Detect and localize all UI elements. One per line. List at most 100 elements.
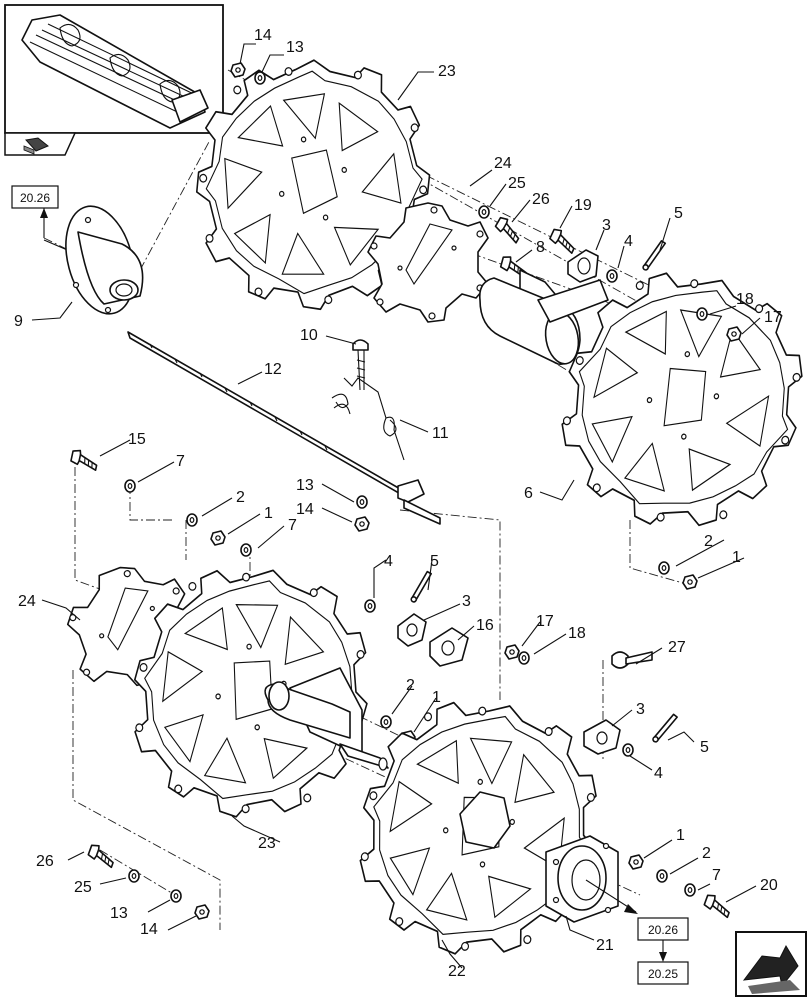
ref-label-top-left: 20.26 (20, 191, 50, 205)
callout-22: 22 (448, 963, 466, 980)
part-21-bearing-flange (545, 835, 619, 923)
part-1-nut-d (682, 574, 698, 590)
part-22-hex-hub (459, 791, 511, 849)
callout-23-lower: 23 (258, 835, 276, 852)
callout-7-b: 7 (288, 517, 297, 534)
callout-7-a: 7 (176, 453, 185, 470)
part-5-pin-right (646, 712, 684, 744)
callout-17-mid: 17 (536, 613, 554, 630)
part-18-washer-mid (518, 651, 530, 665)
header-drawing (21, 14, 209, 129)
part-2-washer-b (380, 715, 392, 729)
next-page-arrow-icon[interactable] (735, 931, 807, 997)
part-7-washer-a (124, 479, 136, 493)
callout-24-top: 24 (494, 155, 512, 172)
callout-1-a: 1 (264, 505, 273, 522)
part-26-bolt-lower (86, 842, 118, 869)
part-26-bolt-top (492, 215, 525, 244)
page-turn-icon (23, 137, 49, 155)
part-5-pin-mid (402, 569, 440, 604)
callout-13-mid: 13 (296, 477, 314, 494)
callout-17-right: 17 (764, 309, 782, 326)
callout-2-d: 2 (704, 533, 713, 550)
part-4-washer-mid (364, 599, 376, 613)
part-5-pin-top (635, 239, 673, 272)
ref-label-bottom-b: 20.25 (648, 967, 678, 981)
part-shaft-assembly-lower (264, 667, 389, 771)
callout-2-b: 2 (406, 677, 415, 694)
callout-4-mid: 4 (384, 553, 393, 570)
callout-2-a: 2 (236, 489, 245, 506)
callout-8: 8 (536, 239, 545, 256)
callout-26-lower: 26 (36, 853, 54, 870)
part-14-nut-mid (354, 516, 370, 532)
part-3-bearing-top (567, 249, 599, 283)
part-17-nut-mid (504, 644, 520, 660)
part-7-washer-c (684, 883, 696, 897)
ref-label-bottom-a: 20.26 (648, 923, 678, 937)
part-13-washer-mid (356, 495, 368, 509)
callout-5-mid: 5 (430, 553, 439, 570)
callout-18-mid: 18 (568, 625, 586, 642)
callout-24-lower: 24 (18, 593, 36, 610)
callout-3-top: 3 (602, 217, 611, 234)
part-25-washer-top (478, 205, 490, 219)
callout-20: 20 (760, 877, 778, 894)
part-7-washer-b (240, 543, 252, 557)
callout-26-top: 26 (532, 191, 550, 208)
callout-9: 9 (14, 313, 23, 330)
part-10-bolt (352, 339, 369, 391)
callout-labels: 14 13 23 24 25 26 19 3 4 5 8 9 10 12 11 … (14, 27, 782, 980)
part-2-washer-a (186, 513, 198, 527)
callout-1-b: 1 (432, 689, 441, 706)
callout-23-top: 23 (438, 63, 456, 80)
part-17-nut-right (726, 326, 742, 342)
part-19-bolt (547, 226, 580, 254)
callout-3-mid: 3 (462, 593, 471, 610)
callout-25-top: 25 (508, 175, 526, 192)
callout-16: 16 (476, 617, 494, 634)
callout-25-lower: 25 (74, 879, 92, 896)
callout-19: 19 (574, 197, 592, 214)
callout-3-right: 3 (636, 701, 645, 718)
part-14-nut-top (230, 62, 246, 78)
callout-6: 6 (524, 485, 533, 502)
callout-5-top: 5 (674, 205, 683, 222)
callout-2-c: 2 (702, 845, 711, 862)
part-15-bolt (69, 448, 100, 472)
callout-21: 21 (596, 937, 614, 954)
part-9-hub-flange (43, 205, 144, 315)
callout-14-mid: 14 (296, 501, 314, 518)
callout-14-top: 14 (254, 27, 272, 44)
callout-18-right: 18 (736, 291, 754, 308)
part-12-long-shaft (127, 331, 441, 525)
part-4-washer-top (606, 269, 618, 283)
part-2-washer-d (658, 561, 670, 575)
callout-1-d: 1 (732, 549, 741, 566)
part-11-spring (331, 377, 405, 461)
part-3-bearing-right (583, 719, 621, 755)
callout-15: 15 (128, 431, 146, 448)
callout-5-right: 5 (700, 739, 709, 756)
part-16-bearing-cover (429, 627, 469, 667)
part-3-bearing-mid (397, 613, 427, 647)
part-13-washer-lower (170, 889, 182, 903)
callout-4-top: 4 (624, 233, 633, 250)
ref-boxes-bottom: 20.26 20.25 (585, 879, 689, 985)
callout-14-lower: 14 (140, 921, 158, 938)
part-18-washer-right (696, 307, 708, 321)
part-13-washer-top (254, 71, 266, 85)
part-20-bolt (702, 892, 734, 919)
thumbnail-header (4, 4, 224, 156)
callout-12: 12 (264, 361, 282, 378)
callout-11: 11 (432, 425, 449, 442)
callout-27: 27 (668, 639, 686, 656)
callout-7-c: 7 (712, 867, 721, 884)
part-1-nut-a (210, 530, 226, 546)
callout-10: 10 (300, 327, 318, 344)
part-14-nut-lower (194, 904, 210, 920)
part-4-washer-right (622, 743, 634, 757)
callout-13-top: 13 (286, 39, 304, 56)
part-shaft-tube-top (478, 269, 609, 365)
